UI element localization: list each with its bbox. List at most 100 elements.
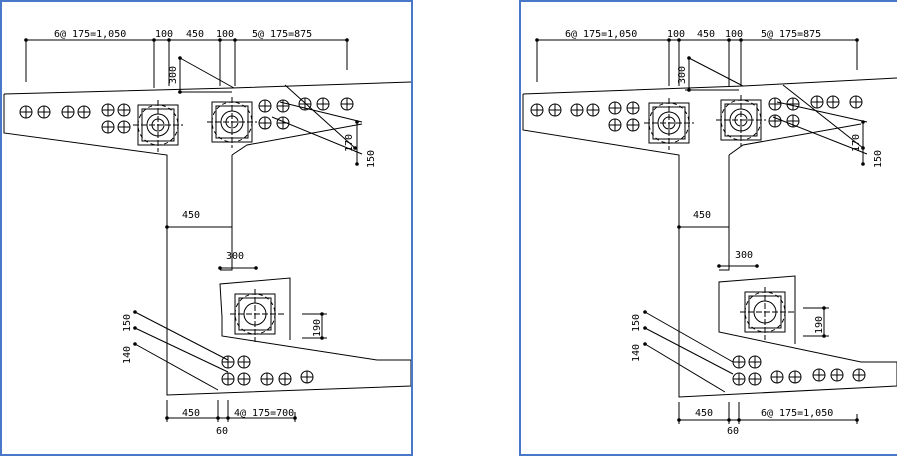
dim-label-vertical: 150 [366,150,377,168]
top-dimension-line [536,39,858,86]
dim-label-vertical: 150 [631,314,642,332]
anchor-plate-icon [740,287,795,340]
dim-label-top: 100 [155,29,173,40]
leader-lines-top [685,57,868,164]
dim-label-bottom: 4@ 175=700 [234,408,294,419]
tendon-icon [768,97,782,111]
leader-lines-bottom [134,311,229,391]
tendon-icon [61,105,75,119]
dim-label-top: 450 [186,29,204,40]
tendon-icon [788,370,802,384]
drawing-panel-left: 6@ 175=1,050 100 450 100 5@ 175=875 300 … [0,0,413,456]
anchor-plates [644,95,795,340]
tendon-icon [340,97,354,111]
dim-label-vertical: 140 [122,346,133,364]
tendon-icon [117,103,131,117]
tendon-icon [237,355,251,369]
dim-label-bottom: 450 [695,408,713,419]
dim-label-vertical: 150 [873,150,884,168]
anchor-plates [133,97,285,342]
tendon-icon [19,105,33,119]
tendon-icon [316,97,330,111]
tendon-symbols [530,95,866,386]
dim-label-bottom: 60 [727,426,739,437]
tendon-icon [626,101,640,115]
dimension-ticks [535,38,865,422]
dim-label-top: 450 [697,29,715,40]
dim-label-vertical: 150 [122,314,133,332]
tendon-icon [260,372,274,386]
tendon-icon [276,99,290,113]
web-dimension-lines [679,226,829,337]
tendon-icon [812,368,826,382]
tendon-icon [101,120,115,134]
web-dimension-lines [167,226,327,339]
girder-outline [3,81,412,396]
tendon-icon [77,105,91,119]
tendon-icon [770,370,784,384]
tendon-icon [810,95,824,109]
dim-label-vertical: 300 [168,66,179,84]
tendon-icon [221,355,235,369]
dim-label-bottom: 60 [216,426,228,437]
tendon-icon [300,370,314,384]
top-dimension-line [25,39,348,88]
bottom-dimension-line [678,402,858,424]
tendon-icon [626,118,640,132]
dim-label-vertical: 170 [851,134,862,152]
anchor-plate-icon [207,97,257,148]
girder-section-drawing-left: 6@ 175=1,050 100 450 100 5@ 175=875 300 … [3,29,412,437]
tendon-icon [748,372,762,386]
dim-label-top: 100 [667,29,685,40]
tendon-icon [748,355,762,369]
dim-label-vertical: 170 [344,134,355,152]
tendon-icon [830,368,844,382]
dim-label-top: 5@ 175=875 [252,29,312,40]
tendon-icon [826,95,840,109]
anchor-plate-icon [133,100,183,152]
tendon-icon [786,114,800,128]
dim-label-top: 6@ 175=1,050 [565,29,637,40]
anchor-plate-icon [644,98,694,150]
dim-label-bottom: 6@ 175=1,050 [761,408,833,419]
dim-label-web: 450 [182,210,200,221]
dim-label-vertical: 140 [631,344,642,362]
dim-label-vertical: 190 [814,316,825,334]
tendon-icon [37,105,51,119]
dim-label-top: 100 [725,29,743,40]
tendon-icon [237,372,251,386]
tendon-icon [117,120,131,134]
tendon-icon [258,116,272,130]
tendon-icon [276,116,290,130]
tendon-icon [530,103,544,117]
dim-label-web: 300 [735,250,753,261]
dimension-ticks [24,38,359,420]
tendon-icon [768,114,782,128]
girder-section-drawing-right: 6@ 175=1,050 100 450 100 5@ 175=875 300 … [522,29,897,437]
tendon-symbols [19,97,354,386]
tendon-icon [258,99,272,113]
anchor-plate-icon [716,95,766,146]
dim-label-top: 5@ 175=875 [761,29,821,40]
dim-label-web: 300 [226,251,244,262]
leader-lines-bottom [644,311,734,393]
tendon-icon [732,355,746,369]
tendon-icon [298,97,312,111]
tendon-icon [852,368,866,382]
tendon-icon [101,103,115,117]
tendon-icon [221,372,235,386]
leader-lines-top [178,57,363,164]
dim-label-vertical: 190 [312,319,323,337]
tendon-icon [608,101,622,115]
tendon-icon [732,372,746,386]
tendon-icon [849,95,863,109]
bottom-dimension-line [166,400,296,422]
tendon-icon [786,97,800,111]
tendon-icon [586,103,600,117]
tendon-icon [548,103,562,117]
dim-label-vertical: 300 [677,66,688,84]
dim-label-web: 450 [693,210,711,221]
dim-label-top: 100 [216,29,234,40]
dim-label-top: 6@ 175=1,050 [54,29,126,40]
tendon-icon [608,118,622,132]
